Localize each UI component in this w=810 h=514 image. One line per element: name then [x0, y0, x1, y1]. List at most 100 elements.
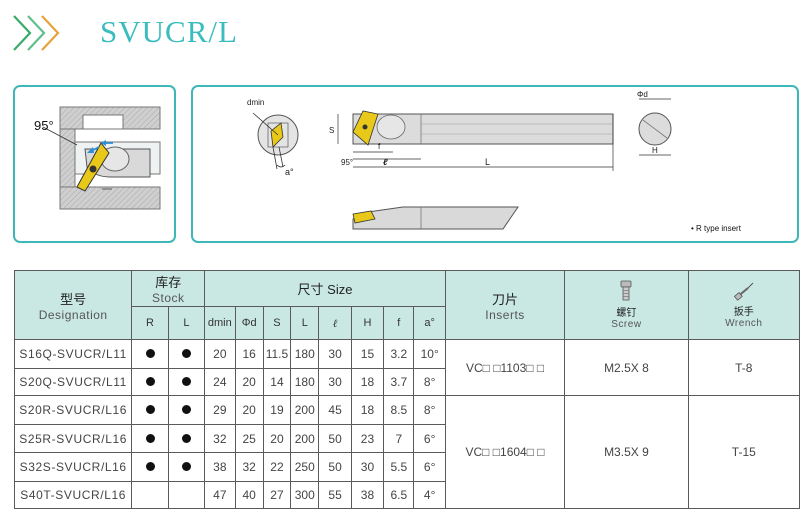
in-stock-dot-icon [181, 349, 191, 358]
r-type-insert-note: • R type insert [691, 224, 741, 233]
ell-header: ℓ [318, 306, 352, 340]
boring-bar-dimension-diagram: dmin a° S f ℓ L 95° Φd H [247, 90, 672, 230]
s-cell: 11.5 [262, 339, 292, 369]
dimension-diagram-panel: dmin a° S f ℓ L 95° Φd H • R type insert [191, 85, 799, 243]
inserts-en: Inserts [485, 307, 525, 322]
stock-r-cell [131, 424, 169, 453]
dmin-label: dmin [247, 98, 264, 107]
L-cell: 300 [290, 481, 320, 509]
in-stock-dot-icon [145, 462, 155, 471]
approach-angle-label: 95° [34, 118, 54, 133]
stock-r-cell [131, 481, 169, 509]
H-cell: 15 [350, 339, 385, 369]
inserts-header: 刀片 Inserts [444, 270, 566, 340]
s-header: S [262, 306, 292, 340]
designation-header: 型号 Designation [13, 270, 133, 340]
phid-cell: 32 [234, 452, 264, 482]
stock-l-cell [167, 368, 206, 396]
wrench-cn: 扳手 [733, 307, 754, 318]
in-stock-dot-icon [181, 405, 191, 414]
a-cell: 8° [413, 395, 446, 425]
screw-cn: 螺钉 [616, 308, 637, 319]
a-cell: 8° [413, 368, 446, 396]
stock-r-cell [131, 395, 169, 425]
H-cell: 23 [350, 424, 385, 453]
phid-cell: 20 [234, 395, 264, 425]
designation-cell: S32S-SVUCR/L16 [13, 452, 133, 482]
L-cell: 200 [290, 395, 320, 425]
f-dim-label: f [378, 142, 381, 151]
stock-r-cell [131, 452, 169, 482]
page-title: SVUCR/L [100, 14, 238, 49]
stock-r-cell [131, 339, 169, 369]
ell-cell: 30 [318, 339, 352, 369]
H-cell: 18 [350, 395, 385, 425]
H-cell: 38 [350, 481, 385, 509]
stock-l-cell [167, 452, 206, 482]
designation-cell: S25R-SVUCR/L16 [13, 424, 133, 453]
in-stock-dot-icon [145, 377, 155, 386]
H-header: H [350, 306, 385, 340]
phid-cell: 20 [234, 368, 264, 396]
stock-header: 库存 Stock [131, 270, 206, 307]
screw-icon [621, 280, 632, 301]
dmin-cell: 47 [204, 481, 236, 509]
ell-cell: 50 [318, 452, 352, 482]
clearance-angle-label: a° [285, 167, 294, 177]
in-stock-dot-icon [145, 349, 155, 358]
stock-r-cell [131, 368, 169, 396]
in-stock-dot-icon [181, 433, 191, 443]
a-header: a° [413, 306, 446, 340]
screw-en: Screw [611, 319, 642, 330]
stock-l-cell [167, 424, 206, 453]
phid-cell: 40 [234, 481, 264, 509]
dmin-cell: 29 [204, 395, 236, 425]
s-cell: 19 [262, 395, 292, 425]
ell-cell: 30 [318, 368, 352, 396]
phid-cell: 25 [234, 424, 264, 453]
stock-r-header: R [131, 306, 169, 340]
s-cell: 22 [262, 452, 292, 482]
phid-header: Φd [234, 306, 264, 340]
s-cell: 14 [262, 368, 292, 396]
L-cell: 200 [290, 424, 320, 453]
L-cell: 180 [290, 339, 320, 369]
designation-cell: S20Q-SVUCR/L11 [13, 368, 133, 396]
H-cell: 18 [350, 368, 385, 396]
in-stock-dot-icon [181, 462, 191, 471]
L-cell: 180 [290, 368, 320, 396]
a-cell: 4° [413, 481, 446, 509]
wrench-header: 扳手 Wrench [687, 270, 801, 340]
a-cell: 6° [413, 424, 446, 453]
insert-cell: VC□ □1103□ □ [444, 339, 566, 396]
ell-cell: 50 [318, 424, 352, 453]
dmin-cell: 32 [204, 424, 236, 453]
L-cell: 250 [290, 452, 320, 482]
s-cell: 27 [262, 481, 292, 509]
designation-en: Designation [38, 307, 108, 322]
screw-header: 螺钉 Screw [564, 270, 689, 340]
dmin-header: dmin [204, 306, 236, 340]
in-stock-dot-icon [145, 433, 155, 443]
wrench-cell: T-8 [687, 339, 801, 396]
s-cell: 20 [262, 424, 292, 453]
a-cell: 6° [413, 452, 446, 482]
stock-l-cell [167, 395, 206, 425]
f-cell: 5.5 [383, 452, 415, 482]
chevron-logo-icon [13, 15, 60, 51]
designation-cell: S40T-SVUCR/L16 [13, 481, 133, 509]
stock-en: Stock [151, 291, 185, 305]
screw-cell: M3.5X 9 [564, 395, 689, 509]
inserts-cn: 刀片 [492, 291, 519, 307]
in-stock-dot-icon [145, 405, 155, 414]
L-header: L [290, 306, 320, 340]
lead-angle-label: 95° [341, 158, 353, 167]
in-stock-dot-icon [181, 377, 191, 386]
f-cell: 8.5 [383, 395, 415, 425]
wrench-icon [733, 282, 754, 301]
ell-cell: 45 [318, 395, 352, 425]
ell-cell: 55 [318, 481, 352, 509]
insert-cell: VC□ □1604□ □ [444, 395, 566, 509]
shank-diameter-label: Φd [637, 90, 648, 99]
